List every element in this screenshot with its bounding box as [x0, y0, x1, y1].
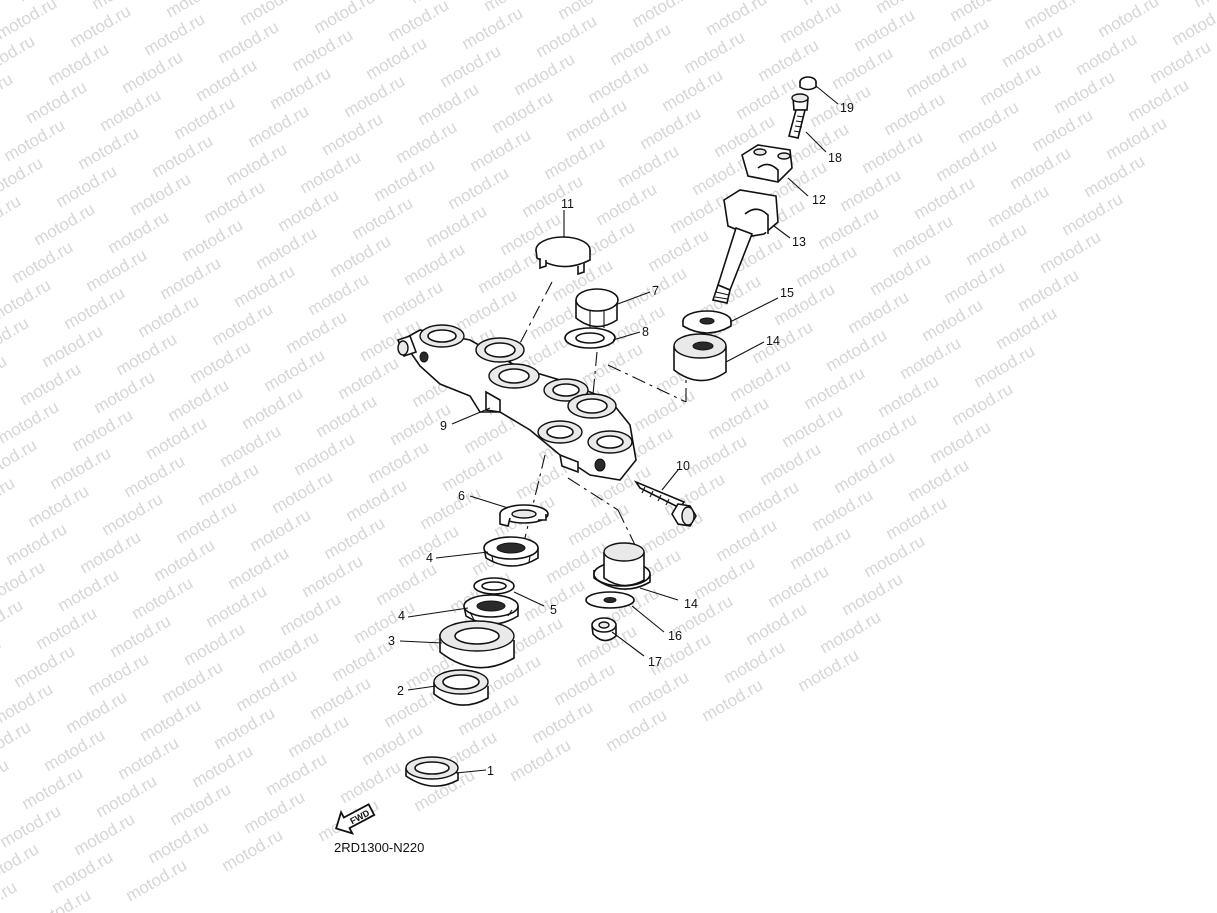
- callout-labels: 1 2 3 4 4 5 6 7 8 9 10 11 12 13 14 14 15…: [388, 101, 854, 778]
- part-7-nut: [575, 288, 619, 328]
- part-16-washer: [585, 591, 635, 609]
- watermark-text: motod.ru: [0, 755, 12, 805]
- callout-16: 16: [668, 629, 682, 643]
- part-17-nut: [591, 617, 617, 642]
- callout-18: 18: [828, 151, 842, 165]
- part-14-lower-damper: [593, 542, 651, 590]
- watermark-text: motod.ru: [0, 229, 2, 279]
- watermark-text: motod.ru: [0, 351, 10, 401]
- part-8-washer: [564, 327, 616, 349]
- callout-1: 1: [487, 764, 494, 778]
- callout-leaders: [399, 85, 839, 774]
- callout-14b: 14: [684, 597, 698, 611]
- callout-19: 19: [840, 101, 854, 115]
- callout-11: 11: [561, 197, 574, 211]
- callout-17: 17: [648, 655, 662, 669]
- part-18-bolt: [788, 93, 809, 139]
- watermark-text: motod.ru: [1169, 0, 1217, 49]
- watermark-text: motod.ru: [0, 473, 18, 523]
- part-19-cap: [799, 76, 817, 91]
- watermark-text: motod.ru: [0, 877, 20, 913]
- part-11-cap: [535, 236, 591, 276]
- part-4-ring-nut-upper: [483, 536, 539, 567]
- callout-15: 15: [780, 286, 794, 300]
- callout-3: 3: [388, 634, 395, 648]
- callout-8: 8: [642, 325, 649, 339]
- callout-9: 9: [440, 419, 447, 433]
- watermark-text: motod.ru: [0, 595, 26, 645]
- part-14-upper-damper: [673, 333, 727, 382]
- callout-14a: 14: [766, 334, 780, 348]
- watermark-text: motod.ru: [0, 313, 32, 363]
- watermark-text: motod.ru: [0, 191, 24, 241]
- part-13-handle-holder: [711, 189, 779, 304]
- part-2-bearing-race: [433, 669, 489, 706]
- part-15-washer: [682, 310, 732, 334]
- callout-12: 12: [812, 193, 826, 207]
- part-1-seal: [405, 756, 459, 787]
- diagram-code: 2RD1300-N220: [334, 840, 424, 855]
- callout-5: 5: [550, 603, 557, 617]
- callout-4a: 4: [426, 551, 433, 565]
- watermark-text: motod.ru: [0, 69, 16, 119]
- part-9-under-bracket: [396, 324, 637, 481]
- callout-4b: 4: [398, 609, 405, 623]
- part-10-bolt: [633, 480, 697, 527]
- callout-6: 6: [458, 489, 465, 503]
- watermark-text: motod.ru: [0, 633, 4, 683]
- callout-13: 13: [792, 235, 806, 249]
- part-3-bearing: [439, 620, 515, 669]
- callout-2: 2: [397, 684, 404, 698]
- part-6-lock-washer: [499, 504, 549, 527]
- part-5-washer: [473, 577, 515, 595]
- watermark-text: motod.ru: [1191, 0, 1217, 11]
- watermark-text: motod.ru: [0, 275, 54, 325]
- callout-7: 7: [652, 284, 659, 298]
- part-4-ring-nut-lower: [463, 594, 519, 625]
- callout-10: 10: [676, 459, 690, 473]
- part-12-upper-clamp: [741, 144, 793, 183]
- watermark-text: motod.ru: [0, 679, 56, 729]
